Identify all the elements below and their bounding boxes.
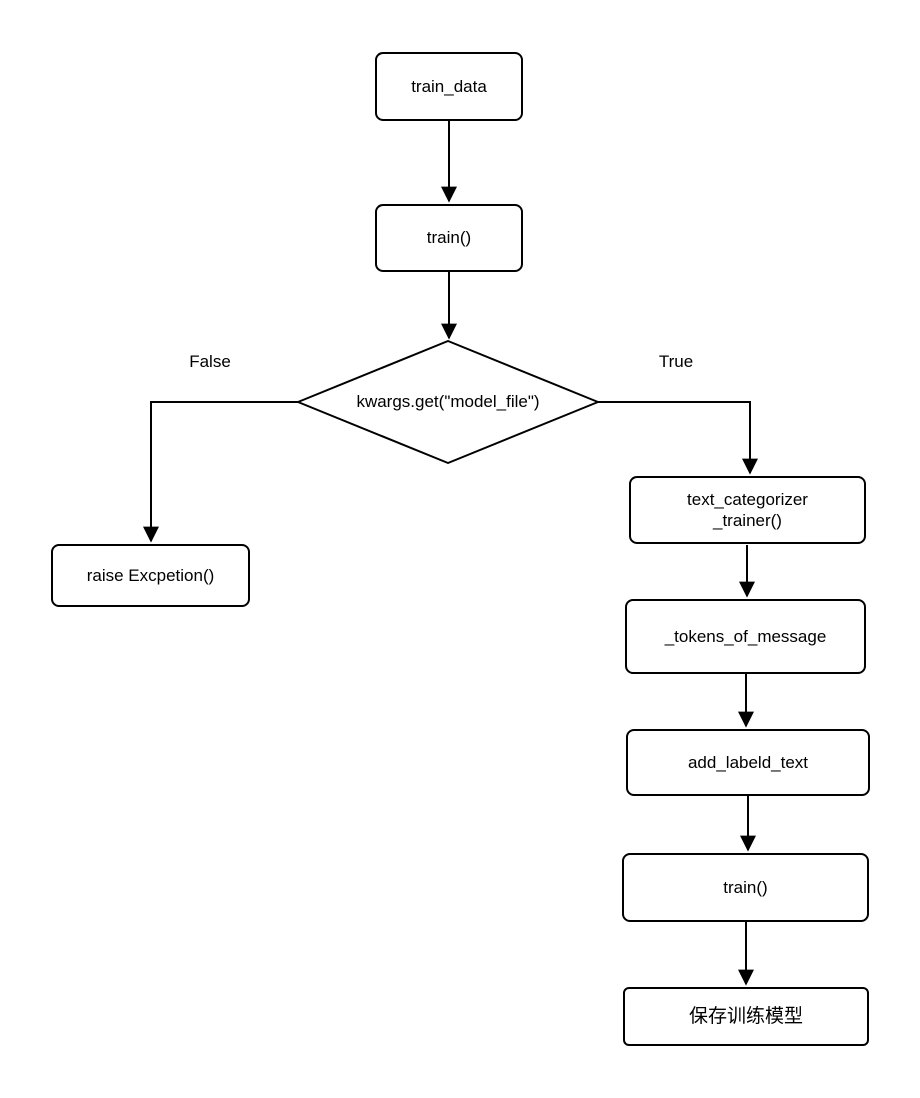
node-decision-label: kwargs.get("model_file") xyxy=(356,392,540,411)
edge-label-false: False xyxy=(189,352,231,371)
node-tokens-of-message-label: _tokens_of_message xyxy=(664,626,827,646)
node-train-call-2: train() xyxy=(622,853,869,922)
node-save-model: 保存训练模型 xyxy=(623,987,869,1046)
node-train-data-label: train_data xyxy=(411,76,487,96)
node-raise-exception-label: raise Excpetion() xyxy=(86,565,215,585)
node-save-model-label: 保存训练模型 xyxy=(688,1005,803,1027)
edge-decision-true-to-text-categorizer-trainer xyxy=(598,401,758,475)
node-train-call: train() xyxy=(375,204,523,272)
node-add-labeld-text-label: add_labeld_text xyxy=(687,752,809,772)
node-train-call-2-label: train() xyxy=(723,877,768,897)
node-text-categorizer-trainer-label: text_categorizer _trainer() xyxy=(687,489,808,530)
node-train-data: train_data xyxy=(375,52,523,121)
node-add-labeld-text: add_labeld_text xyxy=(626,729,870,796)
edge-label-true: True xyxy=(658,352,694,371)
node-text-categorizer-trainer: text_categorizer _trainer() xyxy=(629,476,866,544)
node-raise-exception: raise Excpetion() xyxy=(51,544,250,607)
node-tokens-of-message: _tokens_of_message xyxy=(625,599,866,674)
edge-decision-false-to-raise-exception xyxy=(143,401,298,543)
node-train-call-label: train() xyxy=(426,228,472,248)
